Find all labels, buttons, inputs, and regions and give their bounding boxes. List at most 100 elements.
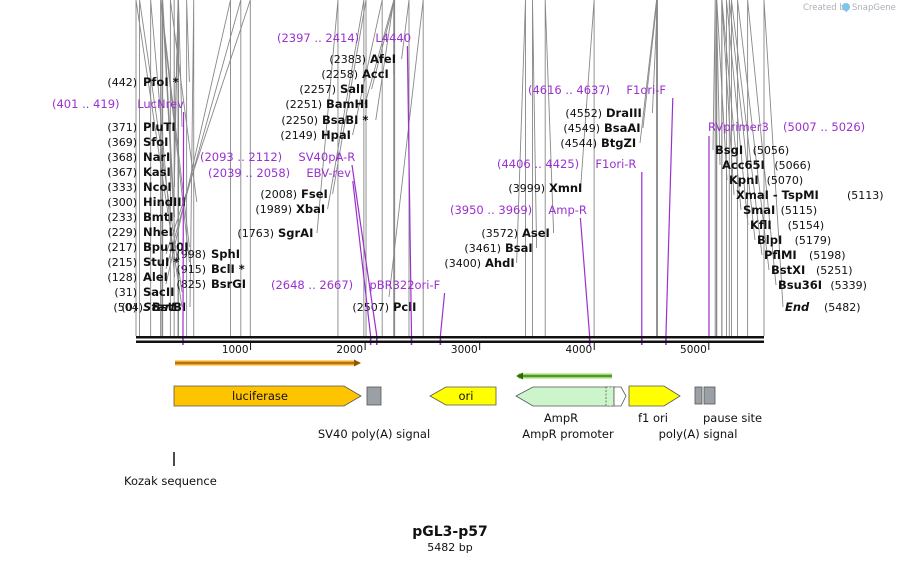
enzyme-position: (998) bbox=[176, 248, 206, 261]
enzyme-name: End bbox=[785, 300, 810, 314]
enzyme-name: XmaI - TspMI bbox=[736, 188, 819, 202]
feature-luciferase[interactable]: luciferase bbox=[173, 385, 362, 407]
enzyme-site-ahdi[interactable]: (3400)AhdI bbox=[444, 256, 514, 270]
enzyme-sgrai-leader bbox=[316, 0, 339, 336]
enzyme-name: SphI bbox=[211, 247, 240, 261]
enzyme-site-xmni[interactable]: (3999)XmnI bbox=[508, 181, 582, 195]
primer-leader bbox=[182, 111, 185, 337]
enzyme-bmti-leader bbox=[162, 0, 176, 336]
enzyme-position: (2250) bbox=[281, 114, 318, 127]
luciferase-label: luciferase bbox=[232, 389, 288, 403]
enzyme-site-kasi[interactable]: (367)KasI bbox=[107, 165, 170, 179]
enzyme-site-end[interactable]: End(5482) bbox=[785, 300, 861, 314]
ampr-promoter-arrow bbox=[613, 386, 627, 407]
feature-sv40-polya[interactable]: SV40 poly(A) signal bbox=[318, 386, 430, 441]
enzyme-name: BsaBI * bbox=[322, 113, 368, 127]
enzyme-site-kpni[interactable]: KpnI(5070) bbox=[729, 173, 803, 187]
enzyme-site-bstbi[interactable]: (504)BstBI bbox=[113, 300, 186, 314]
enzyme-site-xmai-tspmi[interactable]: XmaI - TspMI(5113) bbox=[736, 188, 884, 202]
enzyme-site-stui[interactable]: (215)StuI * bbox=[107, 255, 179, 269]
enzyme-site-sgrai[interactable]: (1763) SgrAI bbox=[237, 226, 313, 240]
enzyme-site-bsaai[interactable]: (4549)BsaAI bbox=[563, 121, 640, 135]
enzyme-site-acc65i[interactable]: Acc65I(5066) bbox=[722, 158, 811, 172]
primer-rvprimer3[interactable]: RVprimer3(5007 .. 5026) bbox=[708, 120, 865, 336]
enzyme-site-bpu10i[interactable]: (217)Bpu10I bbox=[107, 240, 188, 254]
feature-polya-signal[interactable]: poly(A) signal bbox=[659, 386, 738, 441]
enzyme-position: (5115) bbox=[781, 204, 818, 217]
enzyme-position: (5066) bbox=[774, 159, 811, 172]
enzyme-name: SgrAI bbox=[278, 226, 313, 240]
enzyme-site-bsu36i[interactable]: Bsu36I(5339) bbox=[778, 278, 867, 292]
enzyme-site-hindiii[interactable]: (300)HindIII bbox=[107, 195, 185, 209]
primer-lucnrev[interactable]: (401 .. 419)LucNrev bbox=[52, 97, 185, 345]
enzyme-bsgi-leader bbox=[712, 0, 716, 336]
enzyme-site-ncoi[interactable]: (333)NcoI bbox=[107, 180, 171, 194]
enzyme-site-xbai[interactable]: (1989)XbaI bbox=[255, 202, 325, 216]
enzyme-site-bsrgi[interactable]: (825)BsrGI bbox=[176, 277, 246, 291]
enzyme-name: PluTI bbox=[143, 120, 176, 134]
enzyme-afei-leader bbox=[401, 0, 410, 336]
enzyme-name: BmtI bbox=[143, 210, 174, 224]
enzyme-site-btgzi[interactable]: (4544)BtgZI bbox=[560, 136, 636, 150]
enzyme-site-sfoi[interactable]: (369)SfoI bbox=[107, 135, 168, 149]
feature-kozak[interactable]: Kozak sequence bbox=[124, 452, 217, 488]
enzyme-site-afei[interactable]: (2383)AfeI bbox=[329, 52, 396, 66]
enzyme-name: BtgZI bbox=[601, 136, 636, 150]
enzyme-site-pflmi[interactable]: PflMI(5198) bbox=[764, 248, 846, 262]
feature-f1ori[interactable]: f1 ori bbox=[628, 385, 681, 425]
enzyme-site-bsai[interactable]: (3461)BsaI bbox=[464, 241, 532, 255]
enzyme-site-nhei[interactable]: (229)NheI bbox=[107, 225, 172, 239]
enzyme-site-sali[interactable]: (2257)SalI bbox=[299, 82, 364, 96]
enzyme-pcli-leader bbox=[388, 0, 424, 336]
primer-range: (5007 .. 5026) bbox=[783, 120, 865, 134]
primer-ebv-rev[interactable]: (2039 .. 2058)EBV-rev bbox=[208, 166, 372, 345]
enzyme-site-bsgi[interactable]: BsgI(5056) bbox=[715, 143, 789, 157]
enzyme-site-smai[interactable]: SmaI(5115) bbox=[743, 203, 817, 217]
enzyme-site-bcli[interactable]: (915)BclI * bbox=[176, 262, 244, 276]
enzyme-end-leader bbox=[763, 0, 784, 336]
primer-range: (2039 .. 2058) bbox=[208, 166, 290, 180]
enzyme-name: PclI bbox=[393, 300, 416, 314]
enzyme-site-bamhi[interactable]: (2251)BamHI bbox=[285, 97, 368, 111]
enzyme-site-kfli[interactable]: KflI(5154) bbox=[750, 218, 824, 232]
enzyme-site-pluti[interactable]: (371)PluTI bbox=[107, 120, 175, 134]
enzyme-position: (215) bbox=[107, 256, 137, 269]
enzyme-site-sphi[interactable]: (998) SphI bbox=[176, 247, 240, 261]
enzyme-site-bsabi[interactable]: (2250) BsaBI * bbox=[281, 113, 368, 127]
primer-amp-r[interactable]: (3950 .. 3969)Amp-R bbox=[450, 203, 591, 345]
enzyme-site-bstxi[interactable]: BstXI(5251) bbox=[771, 263, 853, 277]
enzyme-site-hpai[interactable]: (2149)HpaI bbox=[280, 128, 350, 142]
feature-ori[interactable]: ori bbox=[429, 386, 497, 406]
feature-pause-site[interactable]: pause site bbox=[703, 386, 762, 425]
primer-pbr322ori-f[interactable]: (2648 .. 2667)pBR322ori-F bbox=[271, 278, 446, 345]
primer-range: (4616 .. 4637) bbox=[528, 83, 610, 97]
enzyme-bsu36i-leader bbox=[747, 0, 777, 336]
enzyme-position: (1763) bbox=[237, 227, 274, 240]
enzyme-position: (5198) bbox=[809, 249, 846, 262]
enzyme-site-acci[interactable]: (2258)AccI bbox=[321, 67, 388, 81]
enzyme-name: XbaI bbox=[296, 202, 325, 216]
primer-leader bbox=[665, 97, 674, 337]
enzyme-xbai-leader bbox=[327, 0, 365, 336]
enzyme-site-pfoi[interactable]: (442)PfoI * bbox=[107, 75, 178, 89]
enzyme-site-draiii[interactable]: (4552)DraIII bbox=[565, 106, 641, 120]
enzyme-site-blpi[interactable]: BlpI(5179) bbox=[757, 233, 831, 247]
enzyme-site-sacii[interactable]: (31)SacII bbox=[114, 285, 174, 299]
enzyme-site-fsei[interactable]: (2008)FseI bbox=[260, 187, 327, 201]
enzyme-site-asei[interactable]: (3572)AseI bbox=[481, 226, 549, 240]
feature-ampr[interactable]: AmpR AmpR promoter bbox=[515, 386, 627, 441]
primer-f1ori-f[interactable]: (4616 .. 4637)F1ori-F bbox=[528, 83, 674, 345]
enzyme-position: (3400) bbox=[444, 257, 481, 270]
enzyme-site-alei[interactable]: (128)AleI bbox=[107, 270, 168, 284]
primer-sv40pa-r[interactable]: (2093 .. 2112)SV40pA-R bbox=[200, 150, 378, 345]
enzyme-hpai-leader bbox=[352, 0, 383, 336]
enzyme-site-pcli[interactable]: (2507)PclI bbox=[352, 300, 416, 314]
enzyme-site-nari[interactable]: (368)NarI bbox=[107, 150, 170, 164]
enzyme-site-bmti[interactable]: (233)BmtI bbox=[107, 210, 173, 224]
enzyme-ahdi-leader bbox=[516, 0, 526, 336]
enzyme-sacii-leader bbox=[139, 0, 183, 336]
enzyme-position: (3572) bbox=[481, 227, 518, 240]
enzyme-name: SalI bbox=[340, 82, 364, 96]
enzyme-site-start[interactable]: (0)Start bbox=[121, 300, 176, 314]
